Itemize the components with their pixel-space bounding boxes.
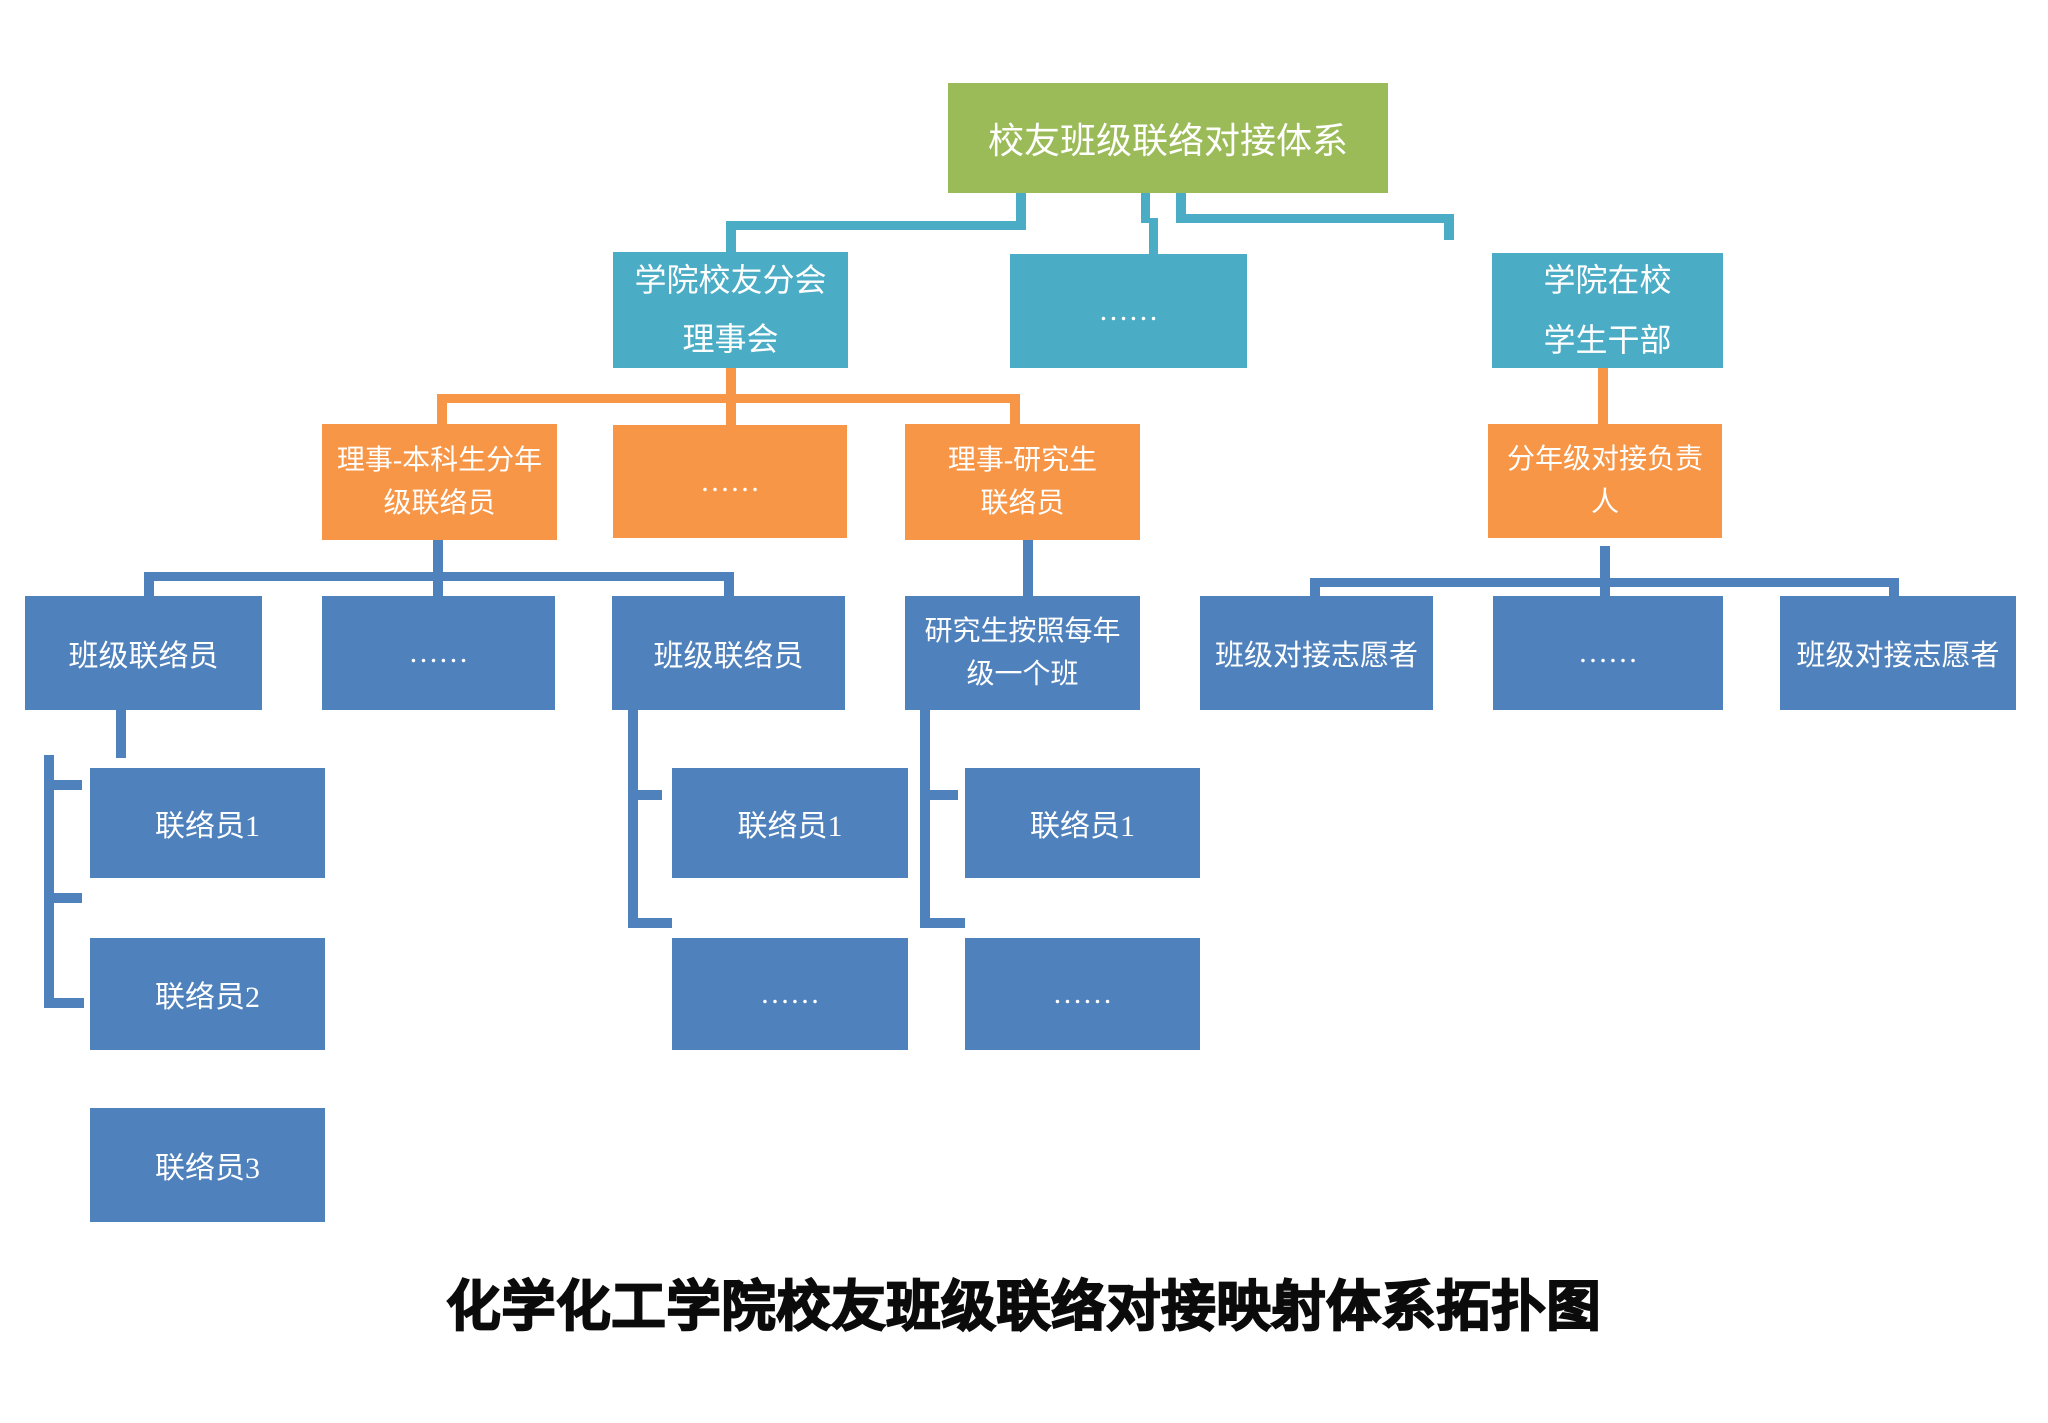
node-student-cadre-label: 学院在校 学生干部 (1543, 262, 1672, 358)
node-director-ellipsis-label: …… (700, 464, 760, 498)
connector-drop-director-undergrad (437, 394, 447, 424)
node-row4-ellipsis-a: …… (322, 596, 555, 710)
node-root-label: 校友班级联络对接体系 (987, 121, 1348, 161)
node-class-liaison-a-label: 班级联络员 (68, 640, 219, 673)
bracket3-spine (920, 710, 930, 928)
node-row4-ellipsis-b-label: …… (1578, 636, 1638, 669)
bracket1-stub (116, 710, 126, 758)
connector-root-stub-right (1176, 193, 1186, 221)
node-alumni-council-label: 学院校友分会 理事会 (634, 261, 827, 357)
node-g1-liaison1-label: 联络员1 (155, 810, 260, 843)
node-g2-ellipsis-label: …… (760, 977, 820, 1010)
connector-postgrad-stub (1023, 540, 1033, 597)
connector-volunteers-hbar (1310, 578, 1899, 587)
node-director-postgrad: 理事-研究生 联络员 (905, 424, 1140, 540)
connector-council-stub (726, 368, 736, 398)
node-g1-liaison1: 联络员1 (90, 768, 325, 878)
node-g2-liaison1: 联络员1 (672, 768, 908, 878)
node-class-liaison-b: 班级联络员 (612, 596, 845, 710)
connector-drop-student-cadre (1444, 214, 1454, 240)
node-class-volunteer-b: 班级对接志愿者 (1780, 596, 2016, 710)
connector-root-stub-left (1016, 193, 1026, 229)
node-g3-liaison1: 联络员1 (965, 768, 1200, 878)
node-class-liaison-b-label: 班级联络员 (653, 640, 804, 673)
node-class-volunteer-a-label: 班级对接志愿者 (1214, 640, 1418, 672)
connector-drop-class-liaison-a (144, 572, 154, 612)
node-g1-liaison2-label: 联络员2 (155, 981, 260, 1014)
bracket1-hook (44, 998, 84, 1008)
node-g1-liaison2: 联络员2 (90, 938, 325, 1050)
connector-drop-director-postgrad (1010, 394, 1020, 424)
bracket2-tick-liaison1 (636, 790, 662, 800)
node-g2-ellipsis: …… (672, 938, 908, 1050)
node-director-postgrad-label: 理事-研究生 联络员 (947, 444, 1098, 519)
node-root: 校友班级联络对接体系 (948, 83, 1388, 193)
node-alumni-council: 学院校友分会 理事会 (613, 252, 848, 368)
node-class-volunteer-b-label: 班级对接志愿者 (1796, 640, 2000, 672)
node-director-ellipsis: …… (613, 425, 847, 538)
node-g1-liaison3-label: 联络员3 (155, 1152, 260, 1185)
node-g3-ellipsis: …… (965, 938, 1200, 1050)
node-row4-ellipsis-a-label: …… (408, 636, 469, 669)
connector-root-right-hbar (1176, 214, 1454, 223)
connector-root-left-hbar (726, 221, 1026, 230)
bracket2-spine (628, 710, 638, 928)
bracket3-tick-liaison1 (928, 790, 958, 800)
node-level2-ellipsis-label: …… (1098, 294, 1159, 327)
connector-drop-alumni-council (726, 221, 736, 254)
bracket1-spine (44, 755, 54, 1008)
node-g1-liaison3: 联络员3 (90, 1108, 325, 1222)
node-postgrad-class-label: 研究生按照每年 级一个班 (924, 615, 1121, 690)
node-director-undergrad: 理事-本科生分年 级联络员 (322, 424, 557, 540)
connector-root-stub-center-upper (1141, 193, 1150, 223)
node-director-undergrad-label: 理事-本科生分年 级联络员 (336, 444, 543, 519)
bracket1-tick-liaison1 (44, 780, 82, 790)
diagram-title: 化学化工学院校友班级联络对接映射体系拓扑图 (446, 1276, 1602, 1338)
node-g3-liaison1-label: 联络员1 (1030, 810, 1135, 843)
node-postgrad-class: 研究生按照每年 级一个班 (905, 596, 1140, 710)
bracket2-hook (628, 918, 672, 928)
node-class-volunteer-a: 班级对接志愿者 (1200, 596, 1433, 710)
connector-drop-class-liaison-b (724, 572, 734, 612)
node-row4-ellipsis-b: …… (1493, 596, 1723, 710)
connector-cadre-to-grade-leader (1598, 368, 1608, 424)
bracket1-tick-liaison2 (44, 893, 82, 903)
node-student-cadre: 学院在校 学生干部 (1492, 253, 1723, 368)
node-class-liaison-a: 班级联络员 (25, 596, 262, 710)
bracket3-hook (920, 918, 965, 928)
connector-drop-director-ellipsis (726, 394, 736, 425)
connector-root-stub-center-lower (1149, 218, 1158, 257)
connector-undergrad-hbar (144, 572, 734, 581)
node-level2-ellipsis: …… (1010, 254, 1247, 368)
node-grade-leader: 分年级对接负责 人 (1488, 424, 1722, 538)
node-g2-liaison1-label: 联络员1 (737, 810, 843, 843)
node-g3-ellipsis-label: …… (1052, 977, 1113, 1010)
node-grade-leader-label: 分年级对接负责 人 (1506, 443, 1703, 518)
